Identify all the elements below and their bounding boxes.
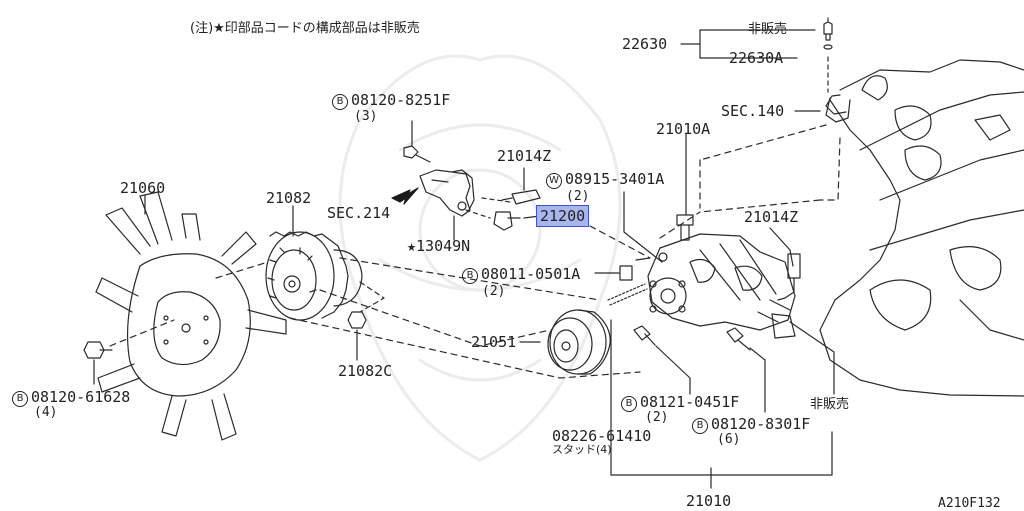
sensor-21014Z-right: [778, 254, 800, 300]
note-text: (注)★印部品コードの構成部品は非販売: [190, 21, 420, 36]
label-bolt-61628-qty: (4): [34, 405, 58, 420]
bolt-0451F: [634, 326, 655, 345]
dash-clutch-nut: [360, 282, 384, 312]
dash-fan-clutch: [216, 262, 268, 278]
dash-clutch-pulley: [320, 290, 550, 346]
leader-0451F: [656, 346, 690, 394]
label-bolt-0451F-qty: (2): [645, 410, 669, 425]
label-13049N: ★13049N: [407, 237, 471, 255]
label-hihanbai-top: 非販売: [748, 22, 788, 37]
leader-3401A: [624, 192, 662, 262]
circle-b-prefix: B: [692, 418, 708, 434]
label-bolt-0501A-qty: (2): [482, 284, 506, 299]
nut-21082C: [348, 312, 366, 328]
label-stud-61410-desc: スタッド(4): [552, 443, 612, 456]
label-21082: 21082: [266, 189, 312, 207]
leader-21014Z-right: [770, 228, 793, 266]
label-stud-61410: 08226-61410: [552, 427, 652, 445]
label-21051: 21051: [471, 333, 517, 351]
engine-block: [820, 60, 1024, 396]
arrow-sec214: [392, 188, 418, 204]
dash-thermo: [466, 210, 490, 218]
thermostat-21200: [494, 212, 520, 230]
leader-hihanbai-right: [790, 322, 834, 394]
circle-b-prefix: B: [462, 268, 478, 284]
fan-clutch-21082: [266, 232, 362, 320]
label-21010: 21010: [686, 492, 732, 510]
circle-b-prefix: B: [332, 94, 348, 110]
label-21010A: 21010A: [656, 120, 711, 138]
label-washer-3401A-qty: (2): [566, 189, 590, 204]
label-21014Z-right: 21014Z: [744, 208, 799, 226]
engine-dash-outline: [700, 125, 840, 212]
sensor-22630: [681, 18, 832, 92]
circle-w-prefix: W: [546, 173, 562, 189]
pulley-21051: [548, 310, 610, 374]
label-bolt-8251F-qty: (3): [354, 109, 378, 124]
label-sec214: SEC.214: [327, 204, 391, 222]
dash-clutch-pulley-low: [290, 318, 640, 378]
bolt-61628: [84, 342, 112, 358]
label-21082C: 21082C: [338, 362, 393, 380]
bolt-8251F: [404, 146, 430, 162]
label-21060: 21060: [120, 179, 166, 197]
dash-pump-top: [660, 212, 700, 238]
washer-3401A-ring: [636, 258, 650, 260]
thermostat-housing: [420, 170, 474, 216]
water-pump: [648, 234, 795, 330]
stud-61410: [608, 284, 647, 305]
bolt-0501A: [595, 266, 632, 280]
highlight-21200: 21200: [536, 205, 590, 227]
circle-b-prefix: B: [621, 396, 637, 412]
leader-8301F: [750, 348, 765, 412]
watermark-emblem: [340, 56, 620, 460]
sensor-21014Z-top: [502, 190, 540, 204]
bolt-pump-right: [772, 314, 795, 338]
fan-21060: [96, 192, 286, 440]
label-hihanbai-right: 非販売: [810, 397, 850, 412]
figure-code: A210F132: [938, 496, 1001, 511]
dash-21200-pump: [590, 226, 650, 258]
dash-thermo-sensor: [482, 198, 510, 202]
label-21200: 21200: [536, 205, 590, 227]
bolt-8301F: [727, 328, 750, 350]
bolt-21010A: [677, 215, 693, 240]
label-bolt-8301F-qty: (6): [717, 432, 741, 447]
circle-b-prefix: B: [12, 391, 28, 407]
dash-fan-bolt: [110, 320, 174, 346]
label-22630A: 22630A: [729, 49, 784, 67]
label-21014Z-top: 21014Z: [497, 147, 552, 165]
bracket-21010: [611, 333, 832, 488]
label-22630: 22630: [622, 35, 668, 53]
label-sec140: SEC.140: [721, 102, 785, 120]
